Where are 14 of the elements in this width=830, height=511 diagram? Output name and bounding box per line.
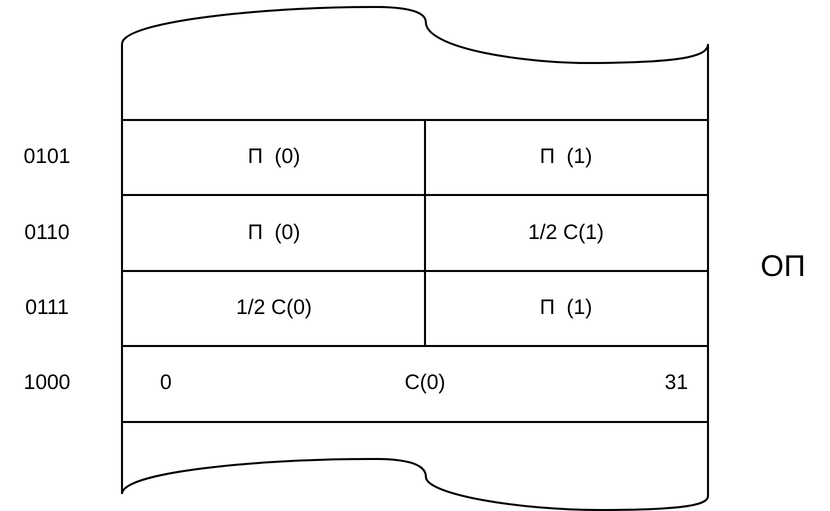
bit-number: 0	[160, 371, 172, 395]
cell-text: 1/2 С(1)	[528, 221, 604, 245]
cell-text: П (0)	[248, 145, 300, 169]
memory-label: ОП	[760, 250, 806, 284]
address-label: 0110	[24, 221, 70, 245]
address-label: 0111	[25, 296, 69, 320]
cell-text: П (0)	[248, 221, 300, 245]
address-label: 0101	[24, 145, 70, 169]
cell-text: С(0)	[404, 371, 446, 395]
address-label: 1000	[24, 371, 70, 395]
cell-text: П (1)	[540, 296, 592, 320]
bit-number: 31	[664, 371, 688, 395]
cell-text: 1/2 С(0)	[236, 296, 312, 320]
cell-text: П (1)	[540, 145, 592, 169]
